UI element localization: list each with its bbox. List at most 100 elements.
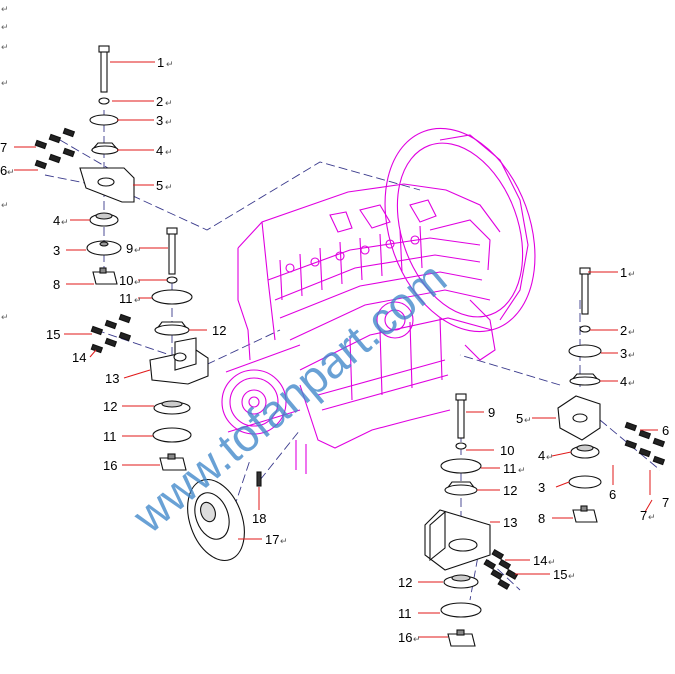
return-mark: ↵ — [1, 4, 9, 14]
callout-label: 8 — [538, 511, 545, 526]
svg-text:↵: ↵ — [7, 167, 15, 177]
callout-label: 9 — [126, 241, 133, 256]
callout-label: 1 — [157, 55, 164, 70]
svg-text:↵: ↵ — [134, 277, 142, 287]
svg-text:↵: ↵ — [648, 512, 656, 522]
callout-label: 5 — [516, 411, 523, 426]
svg-text:↵: ↵ — [165, 117, 173, 127]
plate-11 — [151, 289, 193, 305]
callout-label: 14 — [533, 553, 547, 568]
stopper-8-right — [572, 509, 598, 523]
callout-label: 7 — [640, 508, 647, 523]
callout-label: 2 — [156, 94, 163, 109]
callout-label: 11 — [103, 429, 117, 444]
svg-text:↵: ↵ — [134, 295, 142, 305]
bolt-1 — [100, 49, 108, 93]
callout-label: 12 — [103, 399, 117, 414]
svg-text:↵: ↵ — [280, 536, 288, 546]
washer-10 — [166, 276, 178, 284]
return-mark: ↵ — [1, 200, 9, 210]
callout-label: 10 — [500, 443, 514, 458]
callout-label: 13 — [503, 515, 517, 530]
callout-label: 11 — [119, 291, 133, 306]
callout-label: 12 — [503, 483, 517, 498]
svg-text:↵: ↵ — [165, 182, 173, 192]
callout-label: 6 — [609, 487, 616, 502]
plate-11b-right — [440, 602, 482, 618]
callout-label: 6 — [662, 423, 669, 438]
bolt-18 — [256, 471, 262, 487]
callout-label: 16 — [103, 458, 117, 473]
callout-label: 5 — [156, 178, 163, 193]
callout-label: 8 — [53, 277, 60, 292]
stopper-16-right — [447, 633, 476, 647]
right-mount-upper-group — [557, 267, 666, 523]
callout-label: 15 — [46, 327, 60, 342]
svg-text:↵: ↵ — [568, 571, 576, 581]
svg-text:↵: ↵ — [548, 557, 556, 567]
svg-text:↵: ↵ — [165, 147, 173, 157]
svg-text:↵: ↵ — [413, 634, 421, 644]
return-mark: ↵ — [1, 78, 9, 88]
left-edge-return-marks: ↵ ↵ ↵ ↵ ↵ ↵ — [1, 4, 9, 322]
plate-11-right — [440, 458, 482, 474]
svg-text:↵: ↵ — [628, 327, 636, 337]
callout-label: 10 — [119, 273, 133, 288]
callout-label: 18 — [252, 511, 266, 526]
svg-text:↵: ↵ — [165, 98, 173, 108]
washer-2 — [98, 97, 110, 105]
callout-label: 4 — [156, 143, 163, 158]
callout-label: 3 — [538, 480, 545, 495]
right-mount-lower-group — [424, 393, 519, 647]
svg-text:↵: ↵ — [518, 465, 526, 475]
callout-label: 11 — [503, 461, 517, 476]
bolt-1-right — [581, 271, 589, 315]
svg-text:↵: ↵ — [546, 452, 554, 462]
plate-3-right — [568, 344, 602, 358]
callout-label: 13 — [105, 371, 119, 386]
callout-label: 11 — [398, 606, 412, 621]
svg-text:↵: ↵ — [524, 415, 532, 425]
callout-label: 17 — [265, 532, 279, 547]
callout-leader-lines — [14, 61, 658, 638]
engine-block-drawing — [221, 127, 536, 474]
callout-label: 4 — [53, 213, 60, 228]
plate-3b-right — [568, 475, 602, 489]
left-mount-lower-group — [90, 227, 262, 562]
svg-text:↵: ↵ — [134, 245, 142, 255]
washer-10-right — [455, 442, 467, 450]
svg-text:↵: ↵ — [61, 217, 69, 227]
return-mark: ↵ — [1, 42, 9, 52]
stopper-8 — [92, 271, 118, 285]
plate-3b — [86, 240, 122, 256]
callout-label: 4 — [538, 448, 545, 463]
callout-label: 7 — [0, 140, 7, 155]
return-mark: ↵ — [1, 22, 9, 32]
plate-11b — [152, 427, 192, 443]
plate-3 — [89, 114, 119, 126]
callout-labels: 1↵ 2↵ 3↵ 4↵ 5↵ 7 6↵ 4↵ 3 8 9↵ 10↵ 11↵ 12… — [0, 55, 669, 645]
bolt-9-right — [457, 397, 465, 439]
callout-label: 7 — [662, 495, 669, 510]
callout-label: 3 — [620, 346, 627, 361]
svg-text:↵: ↵ — [628, 378, 636, 388]
bolt-9 — [168, 231, 176, 275]
callout-label: 14 — [72, 350, 86, 365]
left-mount-upper-group — [34, 45, 135, 285]
svg-text:↵: ↵ — [628, 350, 636, 360]
washer-2-right — [579, 325, 591, 333]
callout-label: 3 — [156, 113, 163, 128]
callout-label: 3 — [53, 243, 60, 258]
callout-label: 15 — [553, 567, 567, 582]
callout-label: 12 — [398, 575, 412, 590]
svg-text:↵: ↵ — [628, 269, 636, 279]
callout-label: 16 — [398, 630, 412, 645]
callout-label: 4 — [620, 374, 627, 389]
callout-label: 2 — [620, 323, 627, 338]
callout-label: 9 — [488, 405, 495, 420]
callout-label: 12 — [212, 323, 226, 338]
callout-label: 6 — [0, 163, 7, 178]
svg-text:↵: ↵ — [166, 59, 174, 69]
